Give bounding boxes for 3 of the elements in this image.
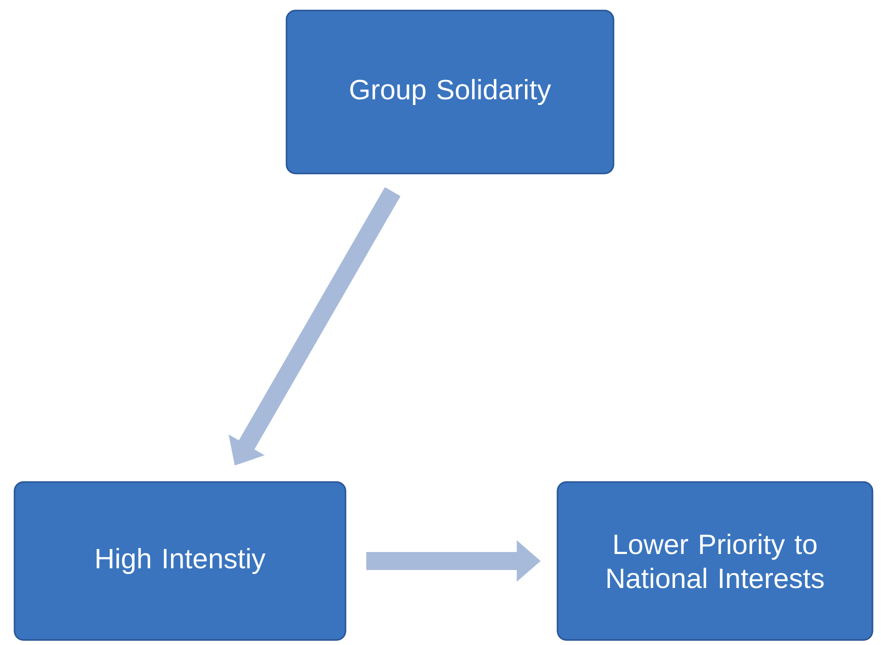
process-box: Lower Priority to National Interests [556,481,874,641]
process-box: High Intenstiy [14,481,346,641]
process-box: Group Solidarity [286,10,614,174]
